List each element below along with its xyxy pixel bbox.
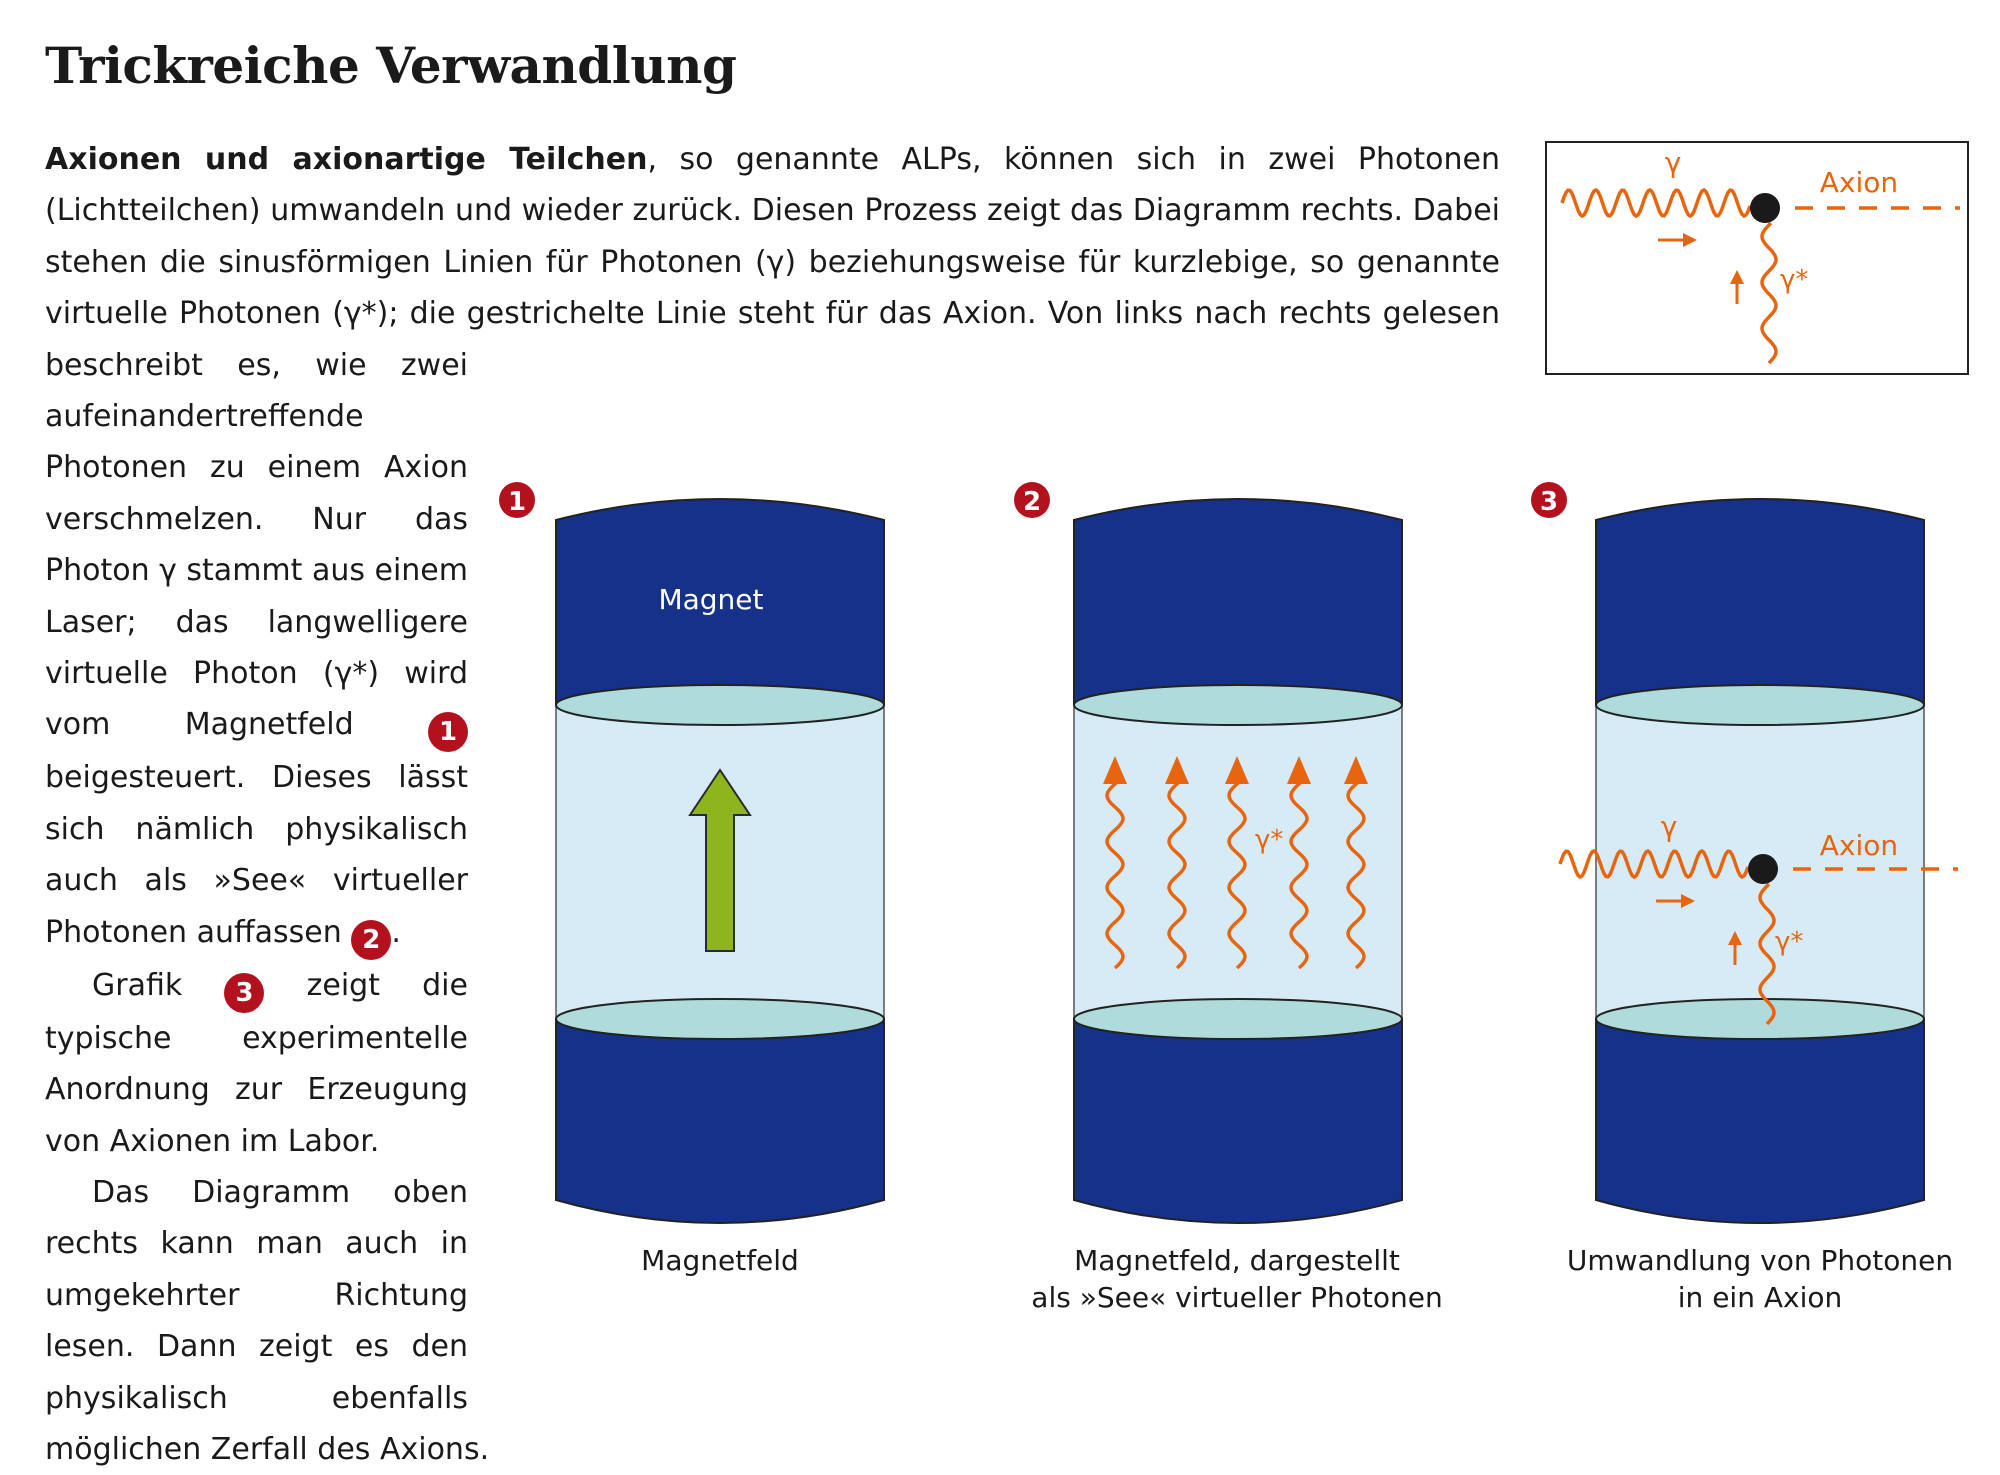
virtual-photon-label: γ*: [1255, 825, 1283, 855]
badge-2: 2: [351, 919, 392, 960]
arrowhead: [1730, 270, 1744, 284]
pole-face-bottom: [1073, 998, 1403, 1040]
lead-bold: Axionen und axionartige Teilchen: [45, 142, 648, 177]
badge-number: 3: [1540, 487, 1558, 517]
caption-figure-1: Magnetfeld: [470, 1242, 970, 1279]
photon-label: γ: [1661, 810, 1678, 843]
virtual-photon-wave: [1346, 780, 1366, 970]
arrowhead: [1103, 756, 1127, 784]
virtual-photon-wave: [1167, 780, 1187, 970]
virtual-photon-wave: [1105, 780, 1125, 970]
badge-number: 1: [508, 487, 526, 517]
magnet-cylinder-1: [555, 498, 885, 1224]
axion-label: Axion: [1820, 829, 1898, 862]
photon-wave: [1558, 848, 1750, 880]
upper-magnet-pole: [1595, 498, 1925, 706]
upper-magnet-pole: [1073, 498, 1403, 706]
caption-line: in ein Axion: [1677, 1281, 1843, 1314]
virtual-photon-wave: [1760, 221, 1778, 365]
text-run: , so genannte ALPs, können sich in zwei …: [45, 142, 1500, 743]
lower-magnet-pole: [1595, 1018, 1925, 1224]
paragraph-2: Grafik 3 zeigt die typische experimentel…: [45, 960, 1500, 1167]
virtual-photon-wave: [1227, 780, 1247, 970]
pole-face-bottom: [555, 998, 885, 1040]
interaction-vertex: [1748, 854, 1778, 884]
badge-3: 3: [224, 972, 265, 1013]
figure-badge-2: 2: [1014, 482, 1050, 518]
caption-line: Magnetfeld: [641, 1244, 799, 1277]
figure-badge-3: 3: [1531, 482, 1567, 518]
text-run: .: [391, 914, 401, 950]
pole-face-top: [1073, 684, 1403, 726]
caption-figure-2: Magnetfeld, dargestellt als »See« virtuel…: [987, 1242, 1487, 1316]
diagram-axion-label: Axion: [1820, 166, 1898, 199]
diagram-photon-label: γ: [1665, 146, 1682, 179]
text-run: zeigt die typische experimentelle Anordn…: [45, 967, 468, 1159]
arrowhead: [1287, 756, 1311, 784]
figure-badge-1: 1: [499, 482, 535, 518]
caption-line: Magnetfeld, dargestellt: [1074, 1244, 1400, 1277]
arrowhead: [1344, 756, 1368, 784]
photon-wave: [1560, 187, 1752, 219]
text-run: beigesteuert. Dieses lässt sich nämlich …: [45, 760, 468, 950]
arrowhead: [1728, 931, 1742, 945]
feynman-diagram-frame: [1545, 141, 1969, 375]
pole-face-top: [555, 684, 885, 726]
lower-magnet-pole: [555, 1018, 885, 1224]
virtual-photon-wave: [1758, 882, 1776, 1026]
badge-number: 2: [1023, 487, 1041, 517]
text-run: Grafik: [92, 967, 183, 1003]
magnet-cylinder-3: [1595, 498, 1925, 1224]
virtual-photon-label: γ*: [1775, 927, 1803, 957]
magnetic-field-arrow-icon: [688, 768, 752, 952]
lower-magnet-pole: [1073, 1018, 1403, 1224]
pole-face-top: [1595, 684, 1925, 726]
arrowhead: [1681, 894, 1695, 908]
caption-figure-3: Umwandlung von Photonen in ein Axion: [1510, 1242, 2000, 1316]
arrowhead: [1165, 756, 1189, 784]
virtual-photon-wave: [1289, 780, 1309, 970]
badge-1: 1: [428, 712, 468, 753]
arrowhead: [1225, 756, 1249, 784]
caption-line: als »See« virtueller Photonen: [1031, 1281, 1443, 1314]
interaction-vertex: [1750, 193, 1780, 223]
caption-line: Umwandlung von Photonen: [1566, 1244, 1954, 1277]
figure-canvas: γ Axion γ* 1 2 3 Magnet γ* γ Axion γ*: [499, 141, 1969, 1224]
arrowhead: [1683, 233, 1697, 247]
magnet-label: Magnet: [658, 583, 763, 616]
paragraph-1: Axionen und axionartige Teilchen, so gen…: [45, 134, 1500, 960]
upper-magnet-pole: [555, 498, 885, 706]
diagram-virtual-photon-label: γ*: [1780, 265, 1808, 295]
page-title: Trickreiche Verwandlung: [45, 36, 737, 95]
pole-face-bottom: [1595, 998, 1925, 1040]
article-body: Axionen und axionartige Teilchen, so gen…: [45, 134, 1500, 1475]
